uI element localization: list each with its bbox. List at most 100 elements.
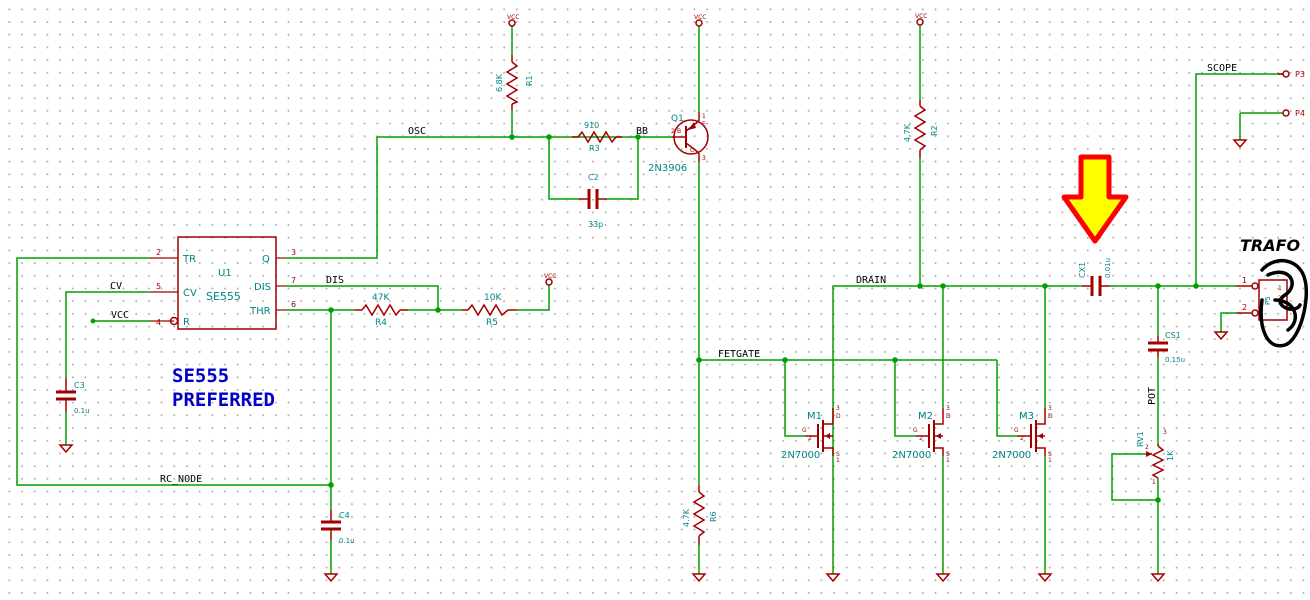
pin-number: 2	[671, 128, 675, 135]
net-label-bb: BB	[636, 126, 648, 137]
cx1-capacitor[interactable]: CX1 0.01u	[1078, 258, 1112, 296]
pin-number: 3	[946, 405, 950, 412]
vcc-symbol-r2: VCC	[915, 13, 927, 26]
u1-timer[interactable]: 2 5 4 3 7 6 TR CV R Q DIS THR U1 SE555	[150, 236, 296, 330]
ground-symbol	[58, 444, 74, 454]
q1-transistor[interactable]: 2 B 1 E C 3 Q1 2N3906	[648, 112, 709, 174]
pin-number: 2	[1145, 444, 1149, 451]
pin-number: 1	[702, 113, 706, 120]
r4-resistor[interactable]: 47K R4	[355, 293, 408, 328]
pin-number: 7	[291, 276, 296, 285]
ground-symbol	[1150, 573, 1166, 583]
cs1-capacitor[interactable]: CS1 0.15u	[1148, 331, 1185, 364]
pin-number: 3	[1048, 405, 1052, 412]
vcc-symbol-q1: VCC	[694, 14, 706, 27]
r4-ref: R4	[375, 318, 387, 328]
q1-ref: Q1	[671, 114, 684, 124]
pin-name-g: G	[1014, 427, 1019, 434]
p4-ref: P4	[1295, 109, 1305, 118]
u1-value: SE555	[206, 290, 241, 303]
ground-symbol	[1037, 573, 1053, 583]
pin-name-s: S	[836, 451, 840, 458]
r6-value: 4.7K	[682, 508, 691, 527]
pin-name-g: G	[913, 427, 918, 434]
net-label-rc-node: RC_NODE	[160, 474, 202, 485]
mosfet-m1[interactable]: G 2 D 3 S 1 M1 2N7000	[781, 405, 841, 464]
trafo-scribble	[1259, 259, 1308, 348]
c2-ref: C2	[588, 173, 599, 182]
rv1-ref: RV1	[1136, 431, 1145, 447]
net-label-osc: OSC	[408, 126, 426, 137]
pin-name-s: S	[1048, 451, 1052, 458]
r3-resistor[interactable]: 910 R3	[572, 121, 622, 153]
pin-number: 1	[1048, 457, 1052, 464]
r2-resistor[interactable]: 4.7K R2	[903, 100, 939, 158]
p5-ref: P5	[1264, 296, 1272, 305]
pin-name-thr: THR	[249, 306, 271, 317]
r1-value: 6.8K	[495, 73, 504, 92]
r5-resistor[interactable]: 10K R5	[462, 293, 517, 328]
net-label-drain: DRAIN	[856, 275, 886, 286]
pin-number: 1	[1278, 285, 1282, 292]
q1-value: 2N3906	[648, 163, 687, 174]
net-label-scope: SCOPE	[1207, 63, 1237, 74]
cs1-value: 0.15u	[1165, 356, 1185, 364]
ground-symbol	[1213, 331, 1229, 341]
pin-number: 1	[946, 457, 950, 464]
mosfet-m3[interactable]: G 2 D 3 S 1 M3 2N7000	[992, 405, 1053, 464]
pin-name-e: E	[702, 121, 706, 128]
ground-symbol	[825, 573, 841, 583]
pin-number: 4	[156, 318, 161, 327]
r3-value: 910	[584, 121, 599, 130]
rv1-potentiometer[interactable]: 3 2 1 RV1 1K	[1136, 429, 1175, 486]
pin-number: 1	[836, 457, 840, 464]
connector-p4[interactable]: P4	[1282, 109, 1305, 118]
cx1-ref: CX1	[1078, 262, 1087, 278]
r2-ref: R2	[930, 125, 939, 136]
c2-value: 33p	[588, 220, 603, 229]
c3-value: 0.1u	[74, 407, 90, 415]
pin-name-b: B	[677, 128, 681, 135]
r4-value: 47K	[372, 293, 390, 303]
pin-number: 1	[1152, 479, 1156, 486]
c4-value: 0.1u	[339, 537, 355, 545]
pin-number: 1	[1242, 276, 1247, 285]
vcc-symbol-r5: VCC	[544, 273, 556, 286]
pin-number: 2	[919, 435, 923, 442]
cx1-value: 0.01u	[1104, 258, 1112, 278]
pin-number: 2	[1242, 303, 1247, 312]
mosfet-m2[interactable]: G 2 D 3 S 1 M2 2N7000	[892, 405, 951, 464]
pin-number: 2	[156, 248, 161, 257]
pin-name-dis: DIS	[254, 282, 271, 293]
c3-ref: C3	[74, 381, 85, 390]
r5-value: 10K	[484, 293, 502, 303]
junctions	[90, 134, 1199, 503]
c3-capacitor[interactable]: C3 0.1u	[56, 378, 90, 415]
pin-number: 5	[156, 282, 161, 291]
r5-ref: R5	[486, 318, 498, 328]
r1-resistor[interactable]: 6.8K R1	[495, 55, 534, 110]
ground-symbol	[935, 573, 951, 583]
m2-value: 2N7000	[892, 450, 931, 461]
pin-number: 3	[291, 248, 296, 257]
c2-capacitor[interactable]: C2 33p	[579, 173, 607, 229]
r6-resistor[interactable]: 4.7K R6	[682, 485, 718, 545]
pin-name-d: D	[1048, 413, 1053, 420]
pin-name-c: C	[690, 147, 694, 154]
connector-p3[interactable]: P3	[1278, 70, 1305, 79]
pin-name-r: R	[183, 317, 190, 328]
r1-ref: R1	[525, 75, 534, 86]
net-label-dis: DIS	[326, 275, 344, 286]
pin-name-d: D	[836, 413, 841, 420]
net-label-fetgate: FETGATE	[718, 349, 760, 360]
r6-ref: R6	[709, 511, 718, 522]
c4-capacitor[interactable]: C4 0.1u	[321, 510, 355, 545]
m3-value: 2N7000	[992, 450, 1031, 461]
net-label-vcc: VCC	[111, 310, 129, 321]
pin-name-s: S	[946, 451, 950, 458]
cs1-ref: CS1	[1165, 331, 1181, 340]
vcc-label: VCC	[915, 13, 927, 20]
vcc-label: VCC	[544, 273, 556, 280]
c4-ref: C4	[339, 511, 350, 520]
